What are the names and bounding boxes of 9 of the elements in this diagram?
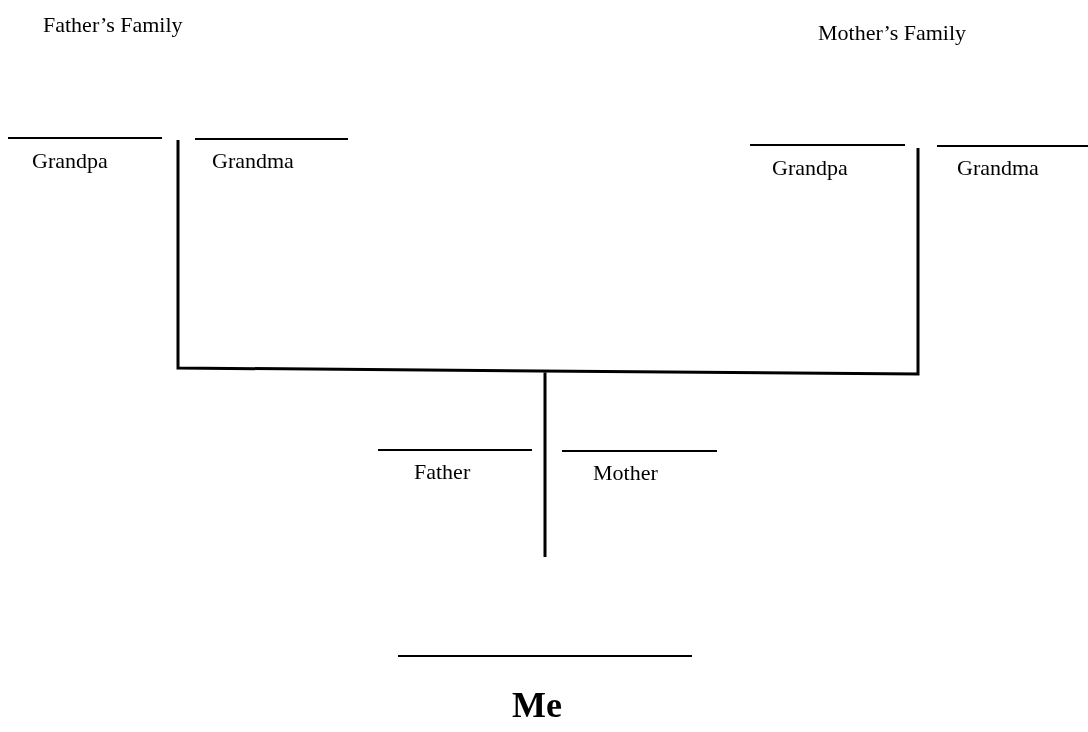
name-label: Grandpa <box>772 155 848 181</box>
name-label: Mother <box>593 460 658 486</box>
name-label: Grandpa <box>32 148 108 174</box>
section-heading: Father’s Family <box>43 12 183 38</box>
section-heading: Mother’s Family <box>818 20 967 46</box>
name-label: Me <box>512 684 562 726</box>
name-label: Grandma <box>957 155 1039 181</box>
name-label: Father <box>414 459 471 485</box>
name-label: Grandma <box>212 148 294 174</box>
